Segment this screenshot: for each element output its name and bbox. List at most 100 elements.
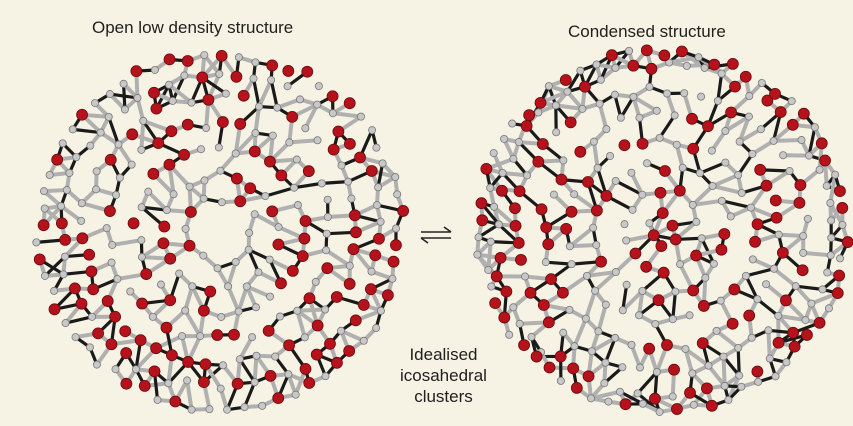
oxygen-atom — [515, 253, 527, 266]
hydrogen-atom — [592, 240, 601, 249]
bond — [476, 222, 501, 239]
hydrogen-atom — [694, 53, 703, 62]
oxygen-atom — [555, 173, 568, 186]
hydrogen-atom — [393, 190, 402, 199]
hydrogen-atom — [604, 397, 613, 406]
oxygen-atom — [669, 233, 682, 246]
hydrogen-atom — [356, 112, 365, 121]
oxygen-atom — [801, 329, 813, 341]
hydrogen-atom — [144, 187, 153, 196]
oxygen-atom — [165, 125, 178, 138]
hydrogen-atom — [77, 199, 86, 208]
oxygen-atom — [715, 243, 728, 256]
hydrogen-atom — [785, 167, 794, 176]
hydrogen-atom — [314, 82, 323, 91]
oxygen-atom — [751, 218, 764, 231]
hydrogen-atom — [500, 134, 509, 143]
hydrogen-atom — [589, 223, 598, 232]
hydrogen-atom — [321, 305, 330, 314]
hydrogen-atom — [565, 242, 574, 251]
hydrogen-atom — [717, 196, 726, 205]
hydrogen-atom — [818, 285, 827, 294]
hydrogen-atom — [826, 251, 835, 260]
hydrogen-atom — [663, 89, 672, 98]
oxygen-atom — [234, 118, 247, 130]
hydrogen-atom — [58, 139, 67, 148]
oxygen-atom — [272, 238, 285, 251]
hydrogen-atom — [344, 177, 353, 186]
bond — [486, 239, 493, 272]
oxygen-atom — [513, 185, 526, 198]
hydrogen-atom — [251, 303, 260, 312]
hydrogen-atom — [240, 403, 249, 412]
oxygen-atom — [652, 294, 665, 307]
hydrogen-atom — [285, 138, 294, 147]
oxygen-atom — [349, 226, 362, 239]
bond — [736, 152, 754, 177]
bond — [589, 335, 618, 354]
hydrogen-atom — [372, 324, 381, 333]
hydrogen-atom — [606, 151, 615, 160]
oxygen-atom — [248, 145, 261, 158]
bond — [591, 139, 600, 170]
hydrogen-atom — [77, 216, 86, 225]
oxygen-atom — [537, 299, 550, 311]
oxygen-atom — [228, 328, 240, 341]
open-low-density-cluster — [32, 49, 410, 414]
hydrogen-atom — [388, 274, 397, 283]
hydrogen-atom — [45, 171, 54, 180]
hydrogen-atom — [498, 168, 507, 177]
hydrogen-atom — [175, 269, 184, 278]
oxygen-atom — [718, 228, 731, 240]
bond — [583, 288, 598, 321]
bond — [324, 248, 352, 268]
hydrogen-atom — [486, 183, 495, 192]
hydrogen-atom — [774, 230, 783, 239]
hydrogen-atom — [826, 199, 835, 208]
hydrogen-atom — [266, 292, 275, 301]
hydrogen-atom — [250, 210, 259, 219]
hydrogen-atom — [196, 332, 205, 341]
bond — [776, 313, 808, 323]
oxygen-atom — [183, 239, 196, 252]
bond — [636, 370, 659, 395]
bond — [139, 118, 146, 152]
oxygen-atom — [676, 45, 688, 58]
oxygen-atom — [326, 90, 339, 103]
hydrogen-atom — [805, 151, 814, 160]
hydrogen-atom — [645, 219, 654, 228]
oxygen-atom — [136, 297, 148, 310]
hydrogen-atom — [799, 231, 808, 240]
hydrogen-atom — [620, 220, 629, 229]
note-line: Idealised — [409, 345, 478, 364]
hydrogen-atom — [248, 333, 257, 342]
hydrogen-atom — [345, 261, 354, 270]
oxygen-atom — [85, 265, 98, 278]
oxygen-atom — [234, 195, 247, 208]
oxygen-atom — [327, 143, 340, 156]
bond — [544, 260, 574, 266]
hydrogen-atom — [737, 188, 746, 197]
oxygen-atom — [574, 145, 587, 158]
hydrogen-atom — [39, 187, 48, 196]
hydrogen-atom — [268, 131, 277, 140]
oxygen-atom — [343, 345, 356, 357]
bond — [755, 297, 780, 318]
hydrogen-atom — [735, 371, 744, 380]
hydrogen-atom — [231, 258, 240, 267]
hydrogen-atom — [131, 365, 140, 374]
oxygen-atom — [787, 326, 800, 339]
hydrogen-atom — [372, 201, 381, 210]
oxygen-atom — [332, 125, 345, 138]
hydrogen-atom — [627, 168, 636, 177]
hydrogen-atom — [713, 96, 722, 105]
oxygen-atom — [286, 110, 299, 123]
oxygen-atom — [344, 137, 356, 150]
oxygen-atom — [788, 340, 801, 353]
oxygen-atom — [476, 214, 489, 227]
oxygen-atom — [536, 138, 549, 150]
hydrogen-atom — [291, 390, 300, 399]
oxygen-atom — [298, 232, 311, 245]
hydrogen-atom — [541, 258, 550, 267]
hydrogen-atom — [258, 401, 267, 410]
